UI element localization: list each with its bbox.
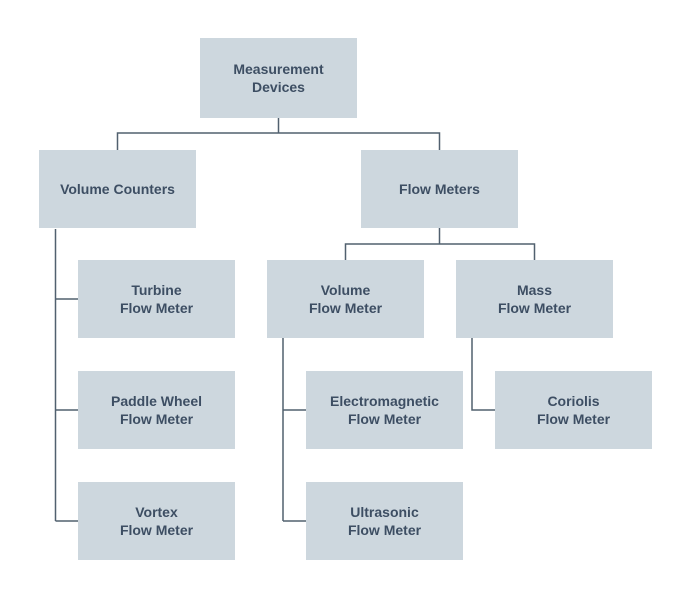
node-mass-flow-meter: Mass Flow Meter xyxy=(456,260,613,338)
connector-massflowmeter-trunk xyxy=(471,338,495,411)
connector-measurement-to-level2 xyxy=(116,118,441,150)
node-volume-flow-meter: Volume Flow Meter xyxy=(267,260,424,338)
node-coriolis-flow-meter: Coriolis Flow Meter xyxy=(495,371,652,449)
node-flow-meters: Flow Meters xyxy=(361,150,518,228)
node-turbine-flow-meter: Turbine Flow Meter xyxy=(78,260,235,338)
connector-flowmeters-to-children xyxy=(344,228,536,260)
node-vortex-flow-meter: Vortex Flow Meter xyxy=(78,482,235,560)
node-ultrasonic-flow-meter: Ultrasonic Flow Meter xyxy=(306,482,463,560)
connector-volumeflowmeter-trunk xyxy=(282,338,306,522)
node-paddle-wheel-flow-meter: Paddle Wheel Flow Meter xyxy=(78,371,235,449)
node-measurement-devices: Measurement Devices xyxy=(200,38,357,118)
node-volume-counters: Volume Counters xyxy=(39,150,196,228)
node-electromagnetic-flow-meter: Electromagnetic Flow Meter xyxy=(306,371,463,449)
connector-volumecounters-trunk xyxy=(54,229,78,522)
